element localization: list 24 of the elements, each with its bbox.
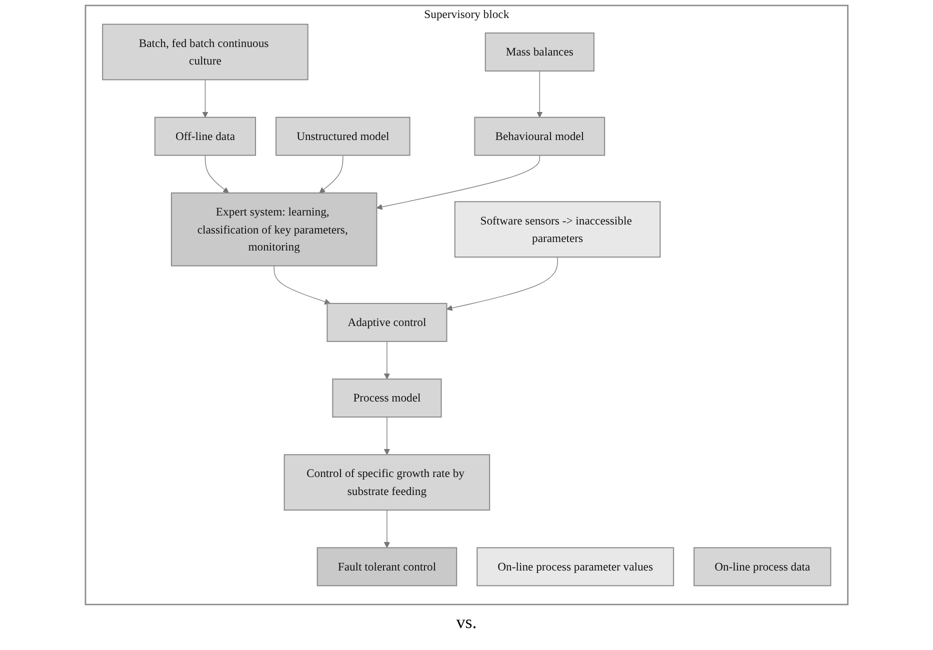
node-box: Off-line data bbox=[154, 116, 256, 156]
node-box: Unstructured model bbox=[275, 116, 410, 156]
arrow bbox=[384, 510, 390, 548]
node-box: Process model bbox=[332, 378, 442, 418]
arrow bbox=[536, 70, 542, 118]
arrow bbox=[384, 416, 390, 455]
node-box: On-line process parameter values bbox=[476, 547, 674, 586]
arrow bbox=[319, 154, 344, 194]
arrow bbox=[384, 341, 390, 380]
arrow bbox=[446, 256, 558, 311]
node-box: Control of specific growth rate by substrate feeding bbox=[284, 454, 490, 511]
node-box: On-line process data bbox=[693, 547, 832, 586]
node-box: Software sensors -> inaccessible parameters bbox=[454, 201, 661, 258]
node-box: Expert system: learning, classification of key parameters, monitoring bbox=[170, 192, 378, 266]
note-text: vs. bbox=[456, 612, 477, 632]
arrow bbox=[274, 265, 330, 305]
node-box: Batch, fed batch continuous culture bbox=[102, 24, 308, 80]
arrow bbox=[202, 79, 208, 118]
node-box: Fault tolerant control bbox=[316, 547, 457, 586]
node-box: Mass balances bbox=[484, 32, 594, 72]
node-box: Behavioural model bbox=[474, 116, 605, 156]
node-box: Adaptive control bbox=[326, 302, 448, 342]
arrow bbox=[376, 154, 540, 210]
arrow bbox=[204, 154, 229, 194]
